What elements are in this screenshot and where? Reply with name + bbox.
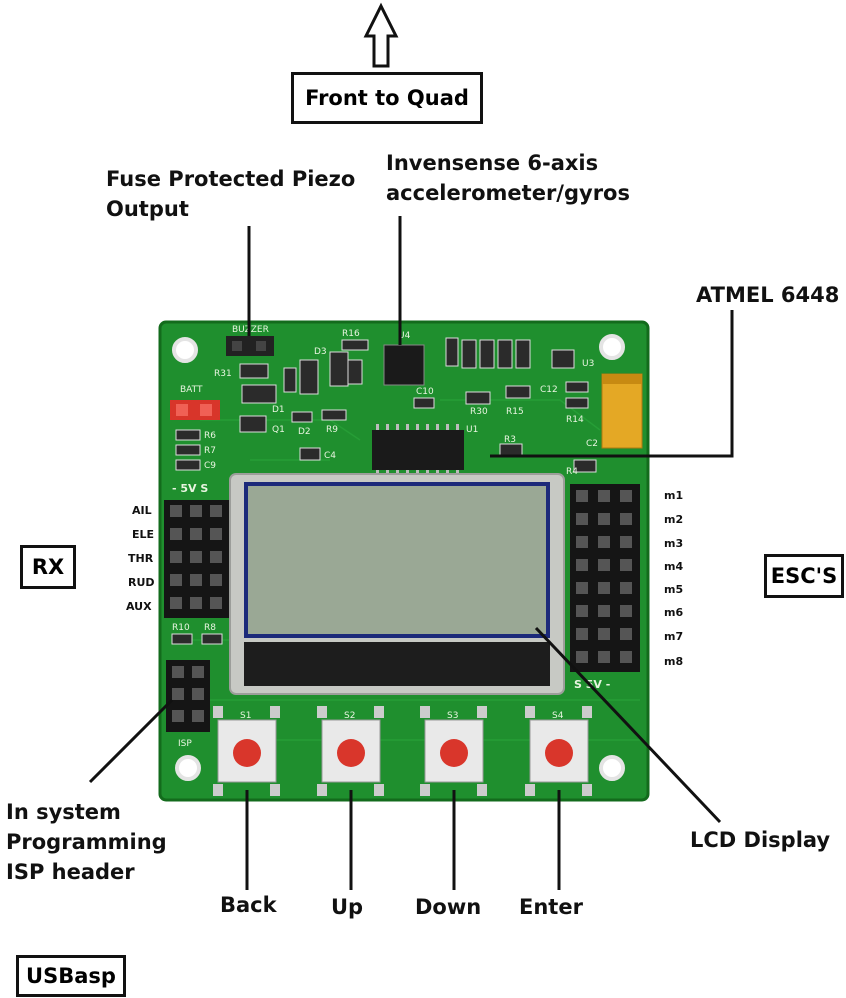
rx-box: RX <box>20 545 76 589</box>
silk-part: R7 <box>204 446 216 456</box>
rx-pin-label: ELE <box>132 528 155 541</box>
isp-line-3: ISP header <box>6 860 135 884</box>
silk-part: D2 <box>298 427 311 437</box>
imu-line-2: accelerometer/gyros <box>386 181 630 205</box>
silk-isp: ISP <box>178 739 192 749</box>
motor-pin-label: m1 <box>664 489 684 502</box>
silk-rx-header: - 5V S <box>172 482 208 495</box>
down-label: Down <box>415 895 482 919</box>
capacitor <box>601 373 643 449</box>
button-down[interactable] <box>420 706 487 796</box>
imu-line-1: Invensense 6-axis <box>386 151 599 175</box>
isp-header <box>166 660 210 732</box>
enter-label: Enter <box>519 895 583 919</box>
rx-pin-label: RUD <box>128 576 155 589</box>
escs-label: ESC'S <box>770 564 838 588</box>
silk-part: U1 <box>466 425 478 435</box>
silk-part: R3 <box>504 435 516 445</box>
piezo-line-1: Fuse Protected Piezo <box>106 167 356 191</box>
silk-part: D1 <box>272 405 285 415</box>
silk-part: R14 <box>566 415 584 425</box>
motor-pin-label: m4 <box>664 560 684 573</box>
front-arrow-icon <box>363 2 399 68</box>
motor-pin-label: m3 <box>664 537 684 550</box>
button-back[interactable] <box>213 706 280 796</box>
usbasp-label: USBasp <box>26 964 116 988</box>
silk-part: R30 <box>470 407 488 417</box>
battery-header <box>170 400 220 420</box>
silk-part: C9 <box>204 461 216 471</box>
rx-header-block <box>164 500 230 618</box>
isp-line-2: Programming <box>6 830 167 854</box>
lcd-callout: LCD Display <box>690 828 831 852</box>
motor-pin-label: m6 <box>664 606 684 619</box>
button-up[interactable] <box>317 706 384 796</box>
piezo-line-2: Output <box>106 197 189 221</box>
silk-s3: S3 <box>447 711 458 721</box>
silk-part: U3 <box>582 359 594 369</box>
button-enter[interactable] <box>525 706 592 796</box>
silk-part: R6 <box>204 431 216 441</box>
smd-parts <box>171 337 597 645</box>
rx-pin-label: THR <box>128 552 154 565</box>
silk-s1: S1 <box>240 711 251 721</box>
mcu-callout: ATMEL 6448 <box>696 283 840 307</box>
front-to-quad-label: Front to Quad <box>305 86 469 110</box>
usbasp-box: USBasp <box>16 955 126 997</box>
silk-part: R9 <box>326 425 338 435</box>
motor-pin-label: m2 <box>664 513 684 526</box>
lcd-display <box>229 473 565 695</box>
piezo-callout: Fuse Protected Piezo Output <box>106 164 355 224</box>
rx-label: RX <box>31 555 65 579</box>
motor-pin-label: m7 <box>664 630 684 643</box>
silk-part: Q1 <box>272 425 285 435</box>
silk-s4: S4 <box>552 711 564 721</box>
silk-part: R10 <box>172 623 190 633</box>
buzzer-header <box>226 336 274 356</box>
silk-part: D3 <box>314 347 327 357</box>
isp-callout: In system Programming ISP header <box>6 797 167 887</box>
silk-s2: S2 <box>344 711 355 721</box>
silk-batt: BATT <box>180 385 203 395</box>
escs-box: ESC'S <box>764 554 844 598</box>
silk-part: C2 <box>586 439 598 449</box>
back-label: Back <box>220 893 277 917</box>
silk-part: R16 <box>342 329 360 339</box>
rx-pin-label: AIL <box>132 504 152 517</box>
isp-line-1: In system <box>6 800 121 824</box>
imu-callout: Invensense 6-axis accelerometer/gyros <box>386 148 630 208</box>
mcu-chip <box>372 424 464 476</box>
silk-part: U4 <box>398 331 411 341</box>
silk-part: R31 <box>214 369 232 379</box>
silk-part: C4 <box>324 451 336 461</box>
silk-part: R8 <box>204 623 216 633</box>
esc-header-block <box>570 484 640 672</box>
silk-part: C12 <box>540 385 558 395</box>
silk-part: R4 <box>566 467 578 477</box>
leader-lines <box>88 216 734 890</box>
silk-part: R15 <box>506 407 524 417</box>
silk-part: C10 <box>416 387 434 397</box>
motor-pin-label: m5 <box>664 583 684 596</box>
up-label: Up <box>331 895 364 919</box>
imu-chip <box>383 344 425 386</box>
motor-pin-label: m8 <box>664 655 684 668</box>
rx-pin-label: AUX <box>126 600 152 613</box>
silk-esc-header: S 5V - <box>574 678 610 691</box>
front-to-quad-box: Front to Quad <box>291 72 483 124</box>
